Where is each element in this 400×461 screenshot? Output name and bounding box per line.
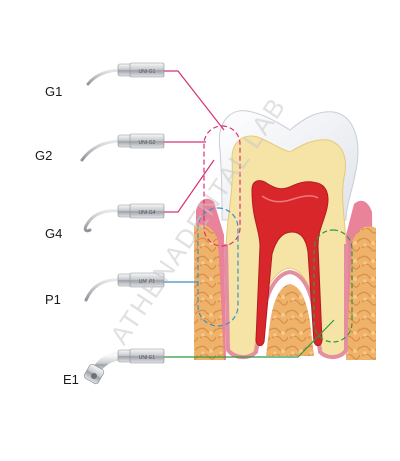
tip-g1-body bbox=[129, 62, 165, 78]
tip-label-g4: G4 bbox=[45, 226, 63, 241]
zone-crown-supragingival bbox=[203, 125, 241, 247]
tip-label-p1: P1 bbox=[45, 292, 61, 307]
tip-e1-screw bbox=[91, 373, 97, 379]
tip-g2-engraving: UNI·G2 bbox=[139, 140, 156, 146]
tip-g4-body bbox=[129, 203, 165, 219]
interradicular-bone bbox=[266, 284, 314, 356]
pulp bbox=[251, 180, 329, 347]
tip-g4: UNI·G4 bbox=[83, 203, 165, 233]
tip-p1: UNI·P1 bbox=[84, 272, 165, 302]
pulp-highlight bbox=[261, 195, 319, 203]
tip-e1: UNI·E1 bbox=[83, 348, 165, 385]
tip-label-g1: G1 bbox=[45, 84, 63, 99]
tooth-illustration bbox=[194, 110, 376, 360]
alveolar-bone bbox=[194, 224, 376, 360]
zone-root-endo bbox=[313, 229, 353, 343]
tip-label-g2: G2 bbox=[35, 148, 53, 163]
tip-e1-engraving: UNI·E1 bbox=[139, 355, 156, 361]
tip-g4-needle bbox=[83, 209, 124, 233]
treatment-zones bbox=[197, 125, 353, 343]
tip-e1-body bbox=[129, 348, 165, 364]
tip-p1-body bbox=[129, 272, 165, 288]
tip-label-e1: E1 bbox=[63, 372, 79, 387]
tip-g2: UNI·G2 bbox=[80, 133, 165, 162]
tip-p1-needle bbox=[84, 278, 124, 302]
leader-lines bbox=[162, 70, 335, 358]
leader-g4 bbox=[162, 159, 215, 213]
leader-g1 bbox=[162, 70, 225, 131]
tip-p1-engraving: UNI·P1 bbox=[139, 279, 156, 285]
zone-subgingival-pocket bbox=[197, 207, 239, 327]
tip-g2-needle bbox=[80, 139, 124, 162]
tip-g2-body bbox=[129, 133, 165, 149]
tip-g4-engraving: UNI·G4 bbox=[139, 210, 156, 216]
tip-g1-needle bbox=[86, 68, 124, 86]
tip-g1-engraving: UNI·G1 bbox=[139, 69, 156, 75]
tip-g1: UNI·G1 bbox=[86, 62, 165, 86]
leader-e1 bbox=[162, 319, 335, 358]
